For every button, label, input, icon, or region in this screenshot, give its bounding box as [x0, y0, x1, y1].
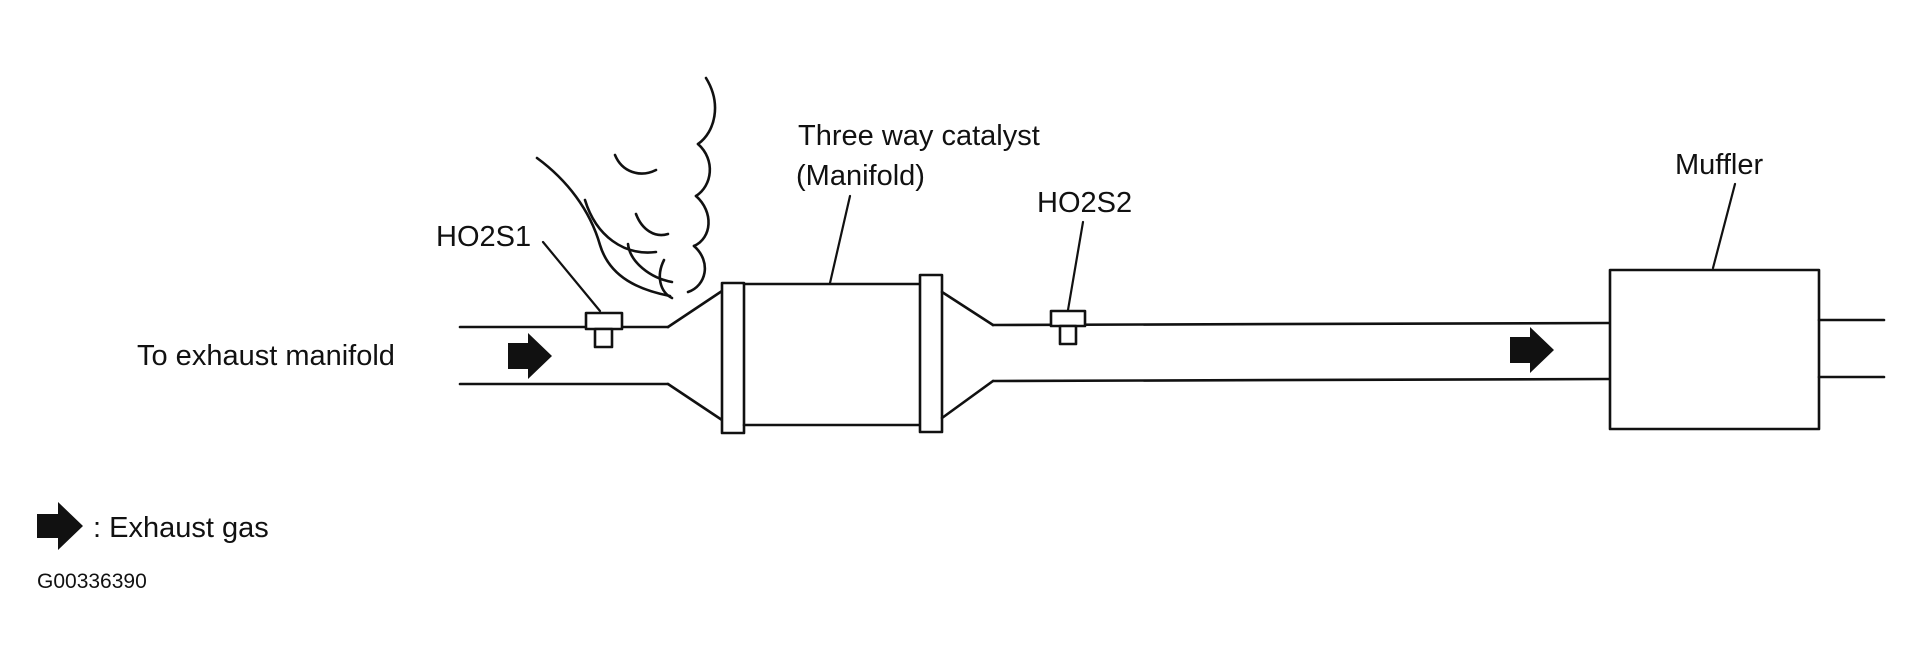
muffler-label: Muffler	[1675, 149, 1763, 181]
ho2s2-label: HO2S2	[1037, 187, 1132, 219]
ho2s1-leader	[541, 240, 602, 313]
mid-pipe	[940, 290, 1612, 420]
exhaust-smoke-cloud	[535, 76, 717, 300]
right-arrow-icon	[1510, 327, 1554, 373]
three-way-catalyst	[720, 273, 944, 435]
right-arrow-icon	[508, 333, 552, 379]
tail-pipe	[1817, 318, 1886, 379]
muffler-box	[1608, 268, 1821, 431]
ho2s1-label: HO2S1	[436, 221, 531, 253]
ho2s1-sensor	[584, 311, 624, 349]
inlet-label: To exhaust manifold	[137, 340, 395, 372]
catalyst-label-line2: (Manifold)	[796, 160, 925, 192]
right-arrow-icon	[37, 502, 83, 550]
ho2s2-leader	[1066, 220, 1085, 312]
inlet-pipe	[458, 289, 724, 422]
ho2s2-sensor	[1049, 309, 1087, 346]
figure-id: G00336390	[37, 570, 147, 593]
catalyst-label-line1: Three way catalyst	[798, 120, 1040, 152]
catalyst-leader	[828, 194, 852, 285]
muffler-leader	[1711, 182, 1737, 270]
legend-label: : Exhaust gas	[93, 512, 269, 544]
